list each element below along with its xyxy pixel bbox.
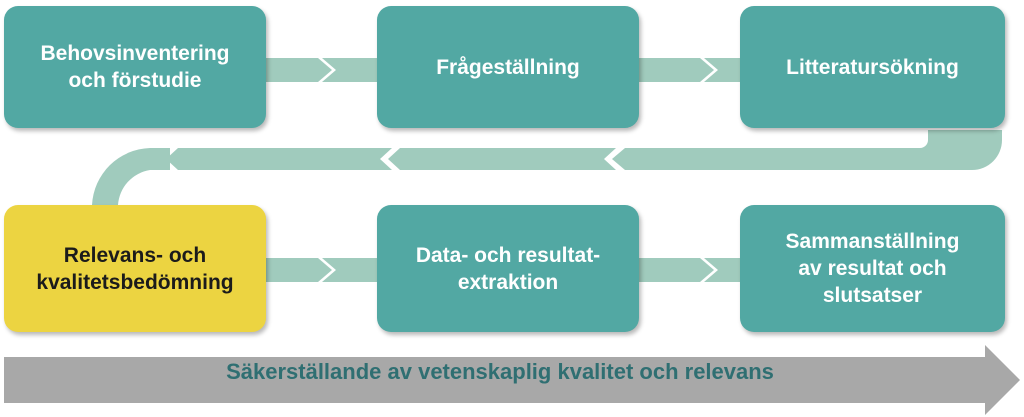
step-litteratursokning: Litteratursökning: [740, 6, 1005, 128]
step-sammanstallning: Sammanställning av resultat och slutsats…: [740, 205, 1005, 332]
connector-chevron: [704, 258, 742, 282]
step-relevans-kvalitetsbedomning: Relevans- och kvalitetsbedömning: [4, 205, 266, 332]
quality-arrow-shape: [4, 345, 1020, 415]
connector-curve-left: [92, 148, 170, 205]
step-behovsinventering: Behovsinventering och förstudie: [4, 6, 266, 128]
connector-chevron: [704, 58, 742, 82]
connector-chevron: [388, 148, 616, 170]
connector-chevron: [322, 58, 378, 82]
step-data-resultatextraktion: Data- och resultat- extraktion: [377, 205, 639, 332]
connector-chevron: [262, 258, 332, 282]
connector-chevron: [636, 258, 714, 282]
connector-chevron: [612, 148, 840, 170]
connector-chevron: [166, 148, 392, 170]
step-fragestallning: Frågeställning: [377, 6, 639, 128]
connector-chevron: [262, 58, 332, 82]
quality-arrow-label: Säkerställande av vetenskaplig kvalitet …: [226, 359, 774, 384]
connector-uturn-right: [840, 130, 1002, 170]
connector-chevron: [636, 58, 714, 82]
connector-chevron: [322, 258, 378, 282]
quality-arrow: [4, 345, 1020, 415]
